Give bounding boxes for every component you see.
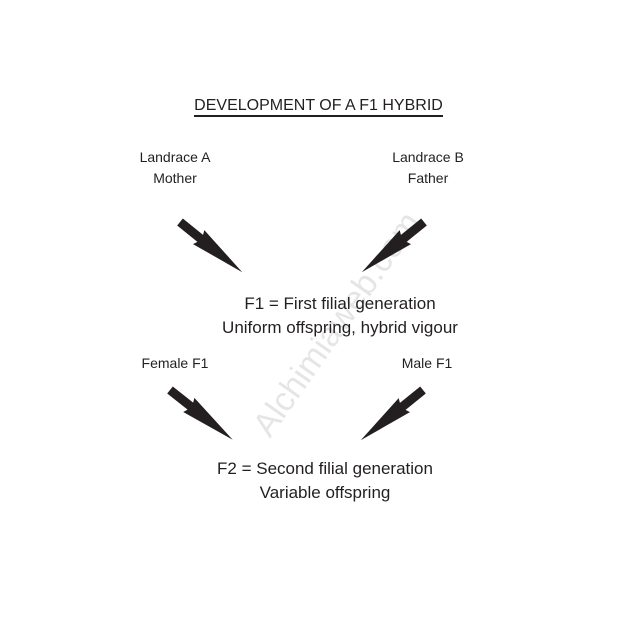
f1-title: F1 = First filial generation — [244, 294, 436, 313]
arrow-mother-to-f1-icon — [174, 214, 248, 280]
parent-b-role: Father — [407, 170, 449, 186]
arrow-male-f1-to-f2-icon — [355, 382, 429, 448]
arrow-female-f1-to-f2-icon — [164, 382, 239, 447]
parent-a-name: Landrace A — [139, 149, 211, 165]
f2-title: F2 = Second filial generation — [217, 459, 433, 478]
f1-description: Uniform offspring, hybrid vigour — [222, 318, 458, 337]
f2-description: Variable offspring — [259, 483, 391, 502]
f1-label: F1 = First filial generation Uniform off… — [140, 292, 540, 340]
f2-label: F2 = Second filial generation Variable o… — [125, 457, 525, 505]
female-f1-label: Female F1 — [141, 355, 209, 371]
diagram-title: DEVELOPMENT OF A F1 HYBRID — [0, 97, 637, 117]
parent-b-label: Landrace B Father — [368, 147, 488, 189]
parent-a-role: Mother — [153, 170, 197, 186]
male-f1-label: Male F1 — [401, 355, 453, 371]
parent-a-label: Landrace A Mother — [115, 147, 235, 189]
arrow-father-to-f1-icon — [356, 214, 430, 280]
title-text: DEVELOPMENT OF A F1 HYBRID — [194, 97, 443, 117]
parent-b-name: Landrace B — [392, 149, 464, 165]
